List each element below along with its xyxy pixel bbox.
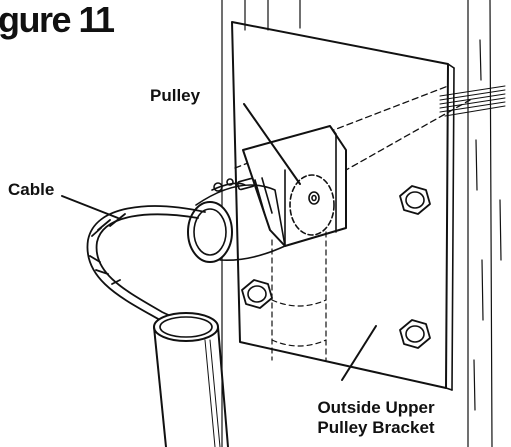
pulley-housing	[242, 125, 347, 247]
pole	[153, 312, 229, 447]
label-pulley: Pulley	[150, 86, 201, 105]
leader-lines	[61, 103, 377, 381]
cable-hatching	[439, 85, 506, 117]
label-cable: Cable	[8, 180, 55, 199]
post-lines	[221, 0, 502, 447]
cable-collar	[187, 177, 286, 263]
label-bracket: Outside Upper Pulley Bracket	[284, 398, 468, 438]
figure-title: gure 11	[0, 0, 115, 40]
label-bracket-line2: Pulley Bracket	[317, 418, 435, 437]
cable	[86, 205, 206, 330]
label-bracket-line1: Outside Upper	[317, 398, 435, 417]
bolt-lower-right	[399, 319, 431, 349]
bolt-lower-left	[241, 279, 273, 309]
bracket-plate	[231, 21, 455, 391]
hidden-pole-dashes	[271, 231, 327, 361]
bolt-upper-right	[399, 185, 431, 215]
